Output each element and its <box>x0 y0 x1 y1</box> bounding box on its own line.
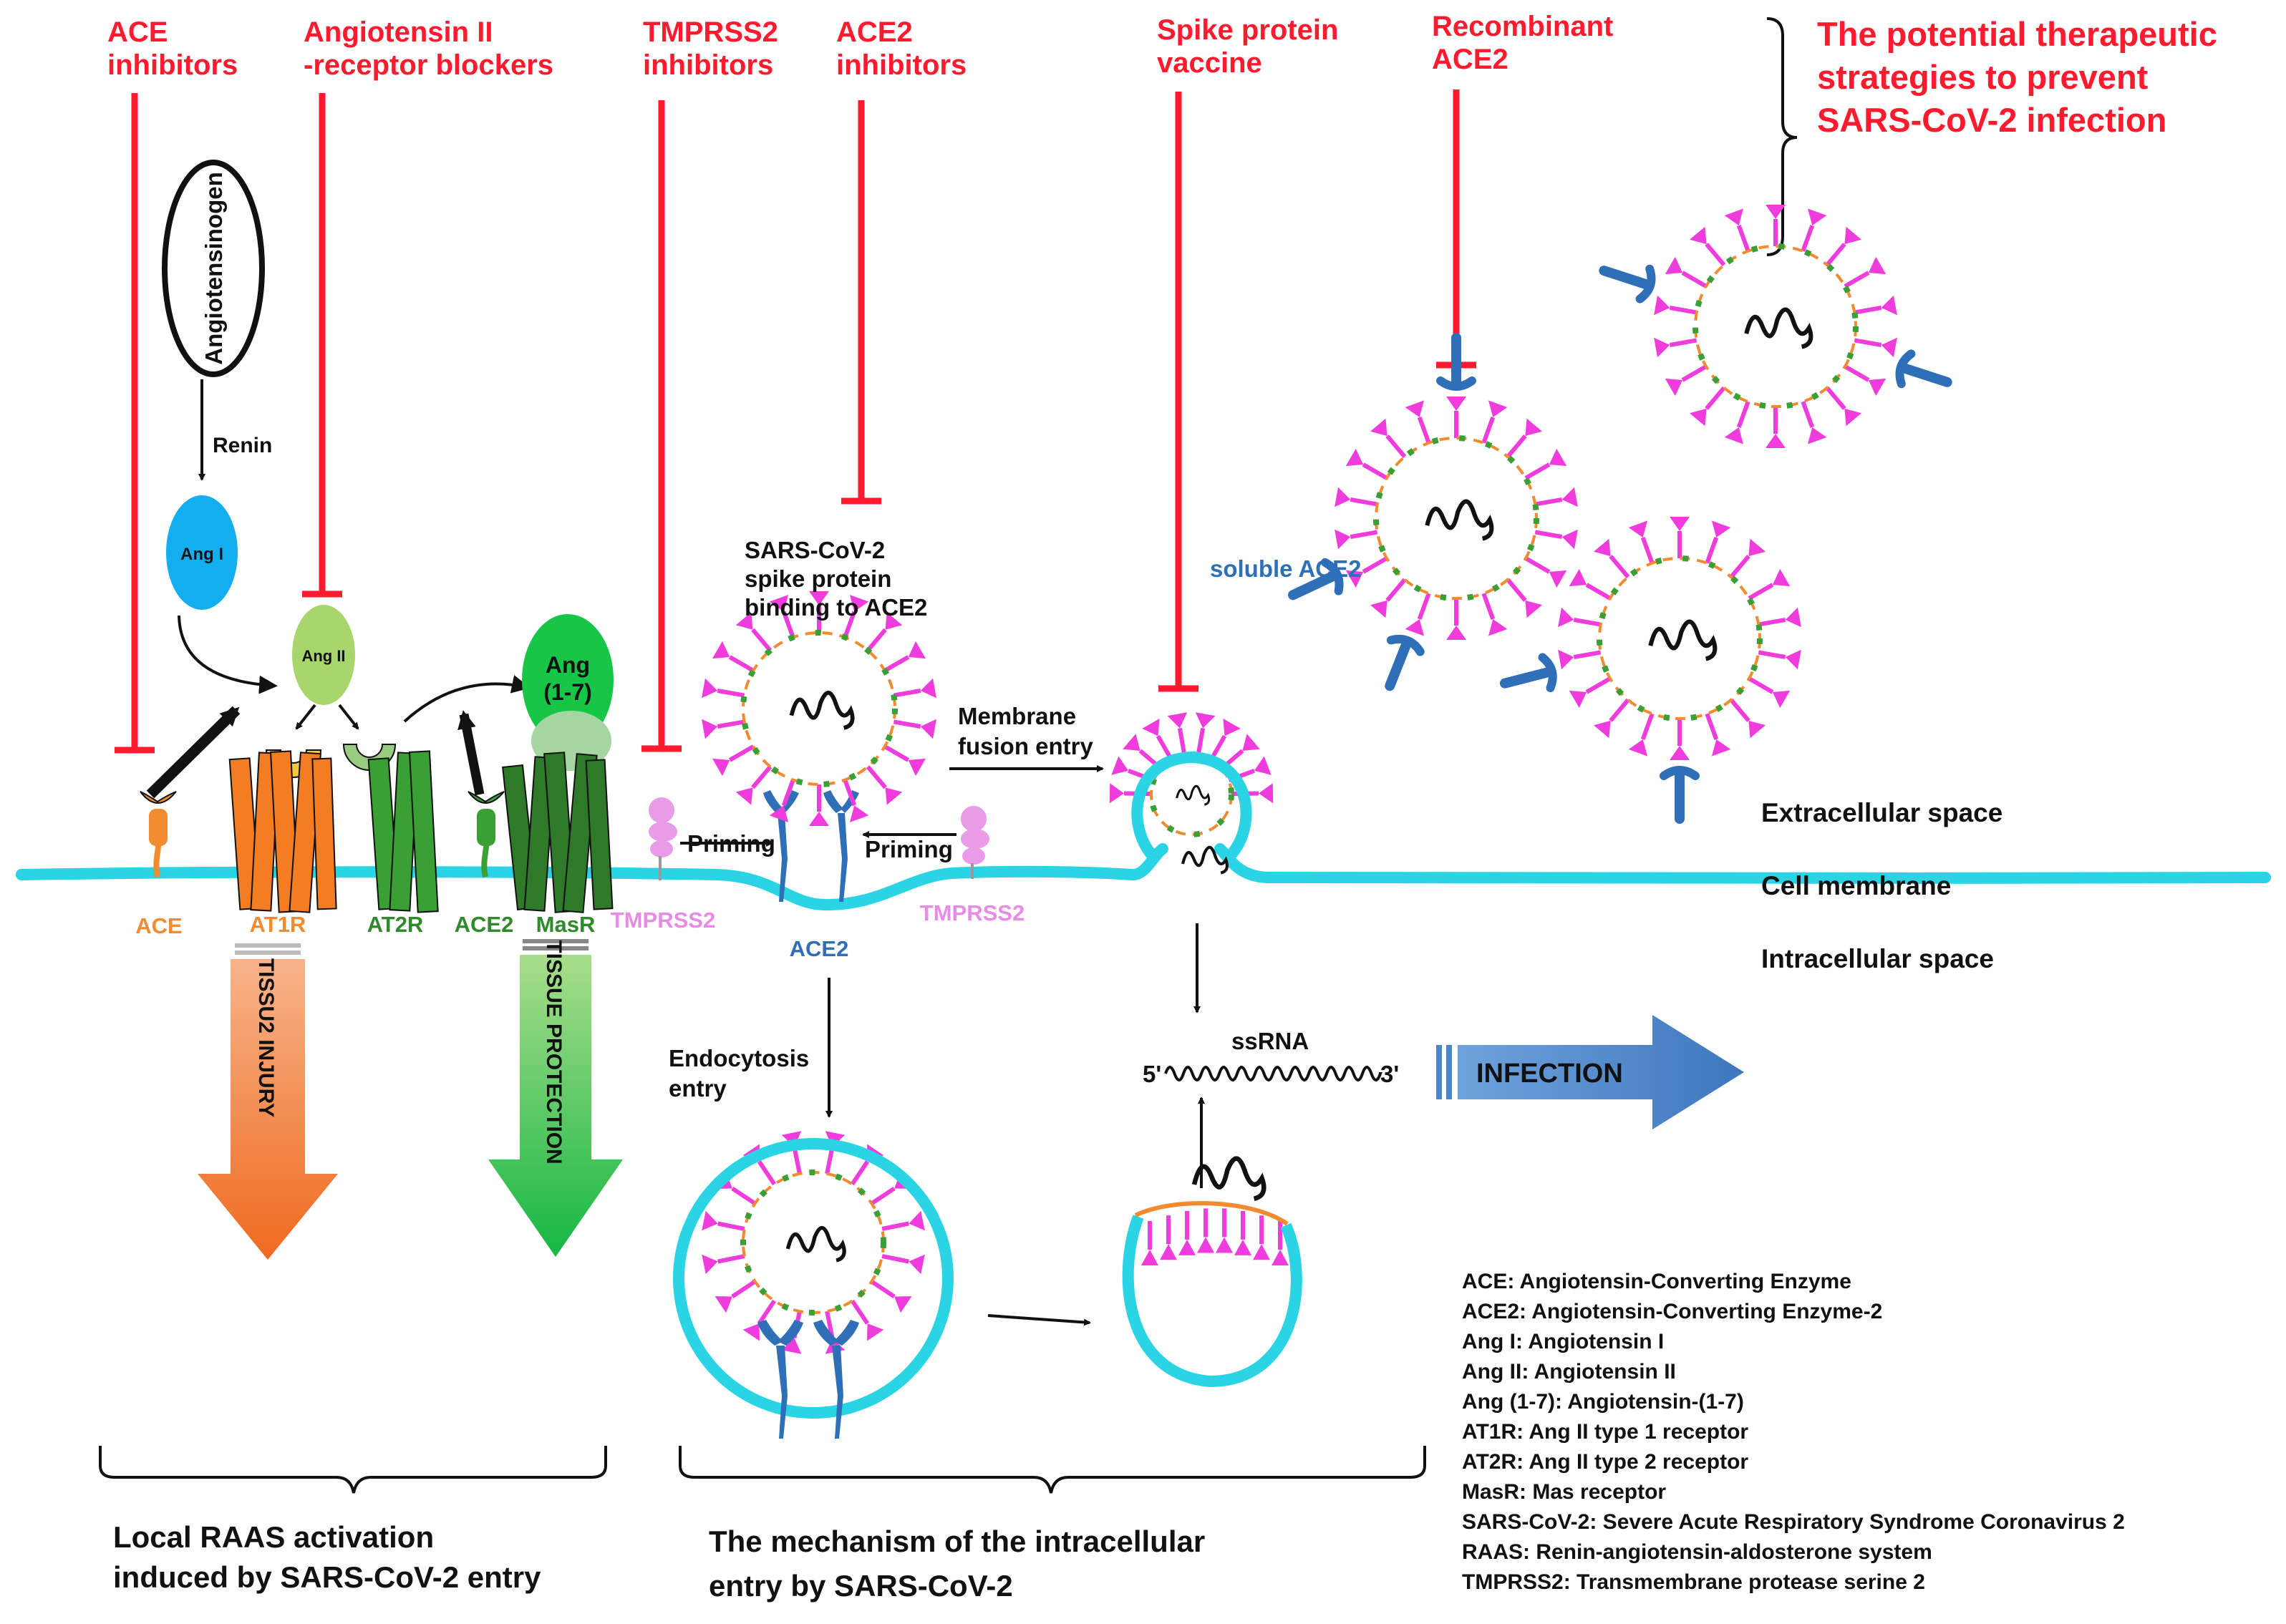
renin-label: Renin <box>213 434 272 457</box>
uncoating-vesicle <box>1122 1201 1302 1388</box>
svg-text:5': 5' <box>1143 1061 1161 1087</box>
priming-right-label: Priming <box>865 836 953 862</box>
intracellular-label: Intracellular space <box>1761 944 1994 973</box>
tissue-protection-arrow: TISSUE PROTECTION <box>488 939 623 1257</box>
legend-entry: SARS-CoV-2: Severe Acute Respiratory Syn… <box>1462 1510 2125 1534</box>
virus-soluble-ace2-2 <box>1599 205 1952 448</box>
at1r-receptor: AT1R <box>228 749 337 937</box>
virus-layer <box>702 205 1952 1354</box>
legend-entry: AT1R: Ang II type 1 receptor <box>1462 1420 1748 1444</box>
svg-text:MasR: MasR <box>536 912 596 937</box>
angiotensinogen: Angiotensinogen <box>162 160 265 377</box>
abbreviation-legend: ACE: Angiotensin-Converting EnzymeACE2: … <box>1462 1270 2125 1594</box>
legend-entry: MasR: Mas receptor <box>1462 1480 1666 1504</box>
endosome-ace2 <box>757 1320 859 1439</box>
legend-entry: Ang I: Angiotensin I <box>1462 1330 1664 1353</box>
svg-text:Ang I: Ang I <box>180 545 223 564</box>
legend-entry: TMPRSS2: Transmembrane protease serine 2 <box>1462 1570 1925 1594</box>
svg-text:TISSU2 INJURY: TISSU2 INJURY <box>254 958 278 1117</box>
virus-soluble-ace2-3 <box>1499 517 1801 824</box>
svg-text:AT2R: AT2R <box>367 912 424 937</box>
ace-receptor: ACE <box>135 791 183 938</box>
virus-binding-ace2 <box>702 591 936 826</box>
mechanism-brace <box>679 1446 1426 1494</box>
svg-text:INFECTION: INFECTION <box>1476 1059 1623 1089</box>
legend-entry: AT2R: Ang II type 2 receptor <box>1462 1450 1748 1474</box>
at2r-receptor: AT2R <box>342 744 439 937</box>
infection-arrow: INFECTION <box>1436 1015 1744 1129</box>
endosome <box>673 1138 954 1419</box>
strategies-brace <box>1766 17 1798 256</box>
svg-text:3': 3' <box>1380 1061 1399 1087</box>
svg-text:ACE2: ACE2 <box>455 912 514 937</box>
ace2-center-receptors: ACE2 <box>763 790 859 961</box>
svg-text:Ang(1-7): Ang(1-7) <box>543 652 592 705</box>
ssrna: 5' 3' ssRNA <box>1143 1028 1399 1087</box>
virus-soluble-ace2-1 <box>1287 333 1578 691</box>
legend-entry: RAAS: Renin-angiotensin-aldosterone syst… <box>1462 1540 1932 1564</box>
tmprss2-left: TMPRSS2 <box>611 797 715 933</box>
svg-text:Ang II: Ang II <box>301 647 345 665</box>
legend-entry: ACE: Angiotensin-Converting Enzyme <box>1462 1270 1851 1293</box>
cell-membrane-label: Cell membrane <box>1761 871 1951 900</box>
soluble-ace2-label: soluble ACE2 <box>1210 555 1362 582</box>
svg-text:ACE: ACE <box>135 913 182 938</box>
fusion-pit <box>1131 751 1252 860</box>
extracellular-label: Extracellular space <box>1761 798 2002 827</box>
arb-inhibitor: Angiotensin II-receptor blockers <box>302 16 553 598</box>
svg-text:TISSUE PROTECTION: TISSUE PROTECTION <box>542 940 566 1164</box>
ace2-receptor: ACE2 <box>455 791 514 937</box>
svg-text:AT1R: AT1R <box>250 912 306 937</box>
uncoating-spikes <box>1141 1156 1289 1265</box>
svg-text:TMPRSS2: TMPRSS2 <box>920 900 1025 925</box>
legend-entry: Ang (1-7): Angiotensin-(1-7) <box>1462 1390 1744 1414</box>
legend-entry: Ang II: Angiotensin II <box>1462 1360 1676 1384</box>
virus-in-endosome <box>702 1131 925 1354</box>
ang1: Ang I <box>166 495 238 610</box>
legend-entry: ACE2: Angiotensin-Converting Enzyme-2 <box>1462 1300 1882 1323</box>
ang2: Ang II <box>292 605 355 705</box>
svg-text:TMPRSS2: TMPRSS2 <box>611 908 715 933</box>
tmprss2-right: TMPRSS2 <box>920 806 1025 925</box>
svg-text:Angiotensinogen: Angiotensinogen <box>200 172 227 364</box>
masr-receptor: MasR <box>502 752 614 937</box>
arb-inhibitor-label: Angiotensin II-receptor blockers <box>304 16 553 81</box>
ang1-7: Ang(1-7) <box>522 614 614 771</box>
raas-brace <box>99 1446 607 1494</box>
svg-text:ACE2: ACE2 <box>790 936 849 961</box>
priming-left-label: Priming <box>687 830 775 857</box>
svg-text:ssRNA: ssRNA <box>1231 1028 1309 1054</box>
tissue-injury-arrow: TISSU2 INJURY <box>198 943 338 1260</box>
